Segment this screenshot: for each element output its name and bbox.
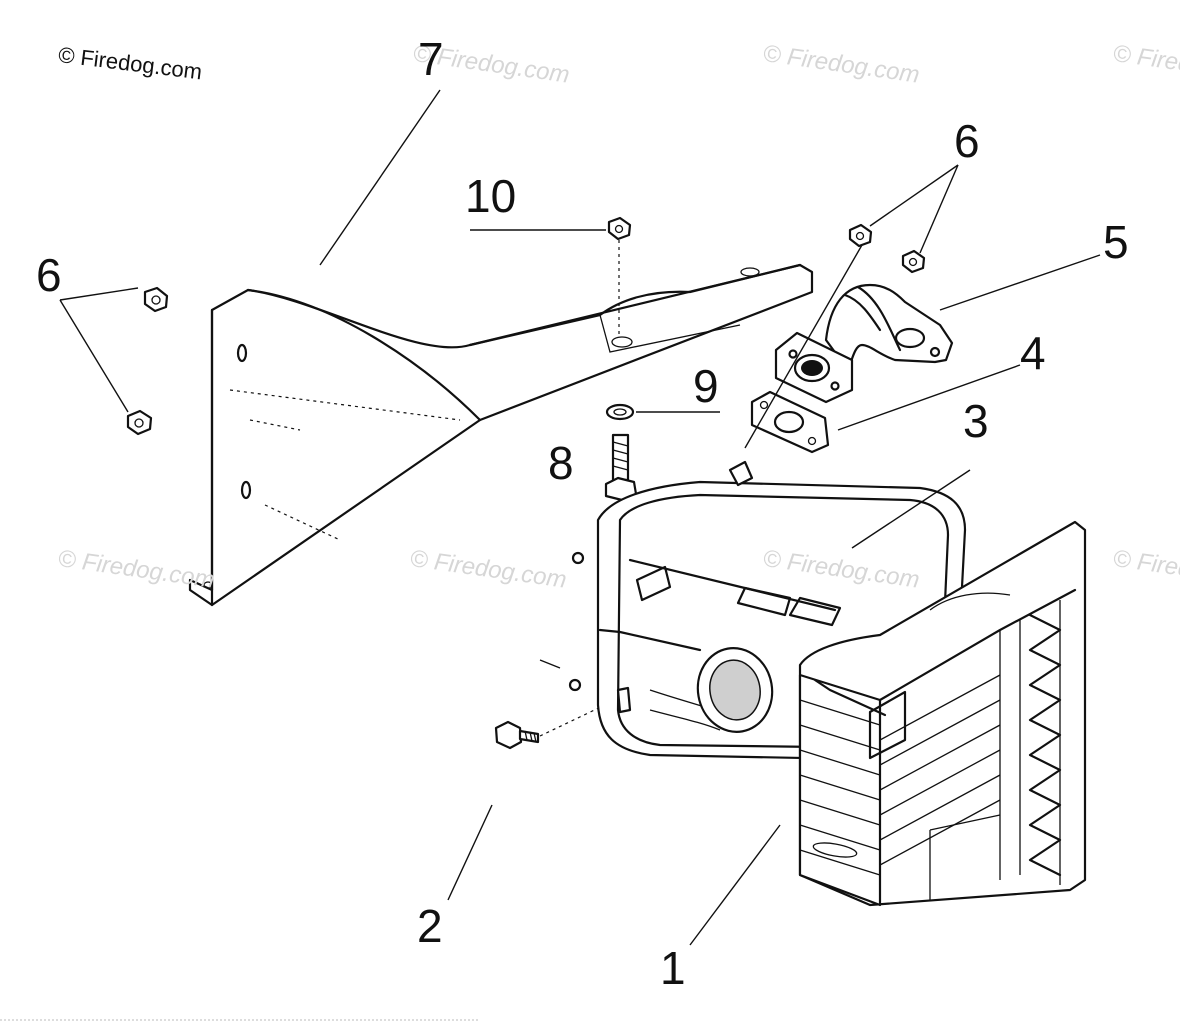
leader-lines (59, 89, 1101, 946)
nut-part-6-right-a (848, 223, 873, 248)
heat-shield-part-3 (798, 520, 1087, 907)
gasket-part-4 (750, 390, 830, 454)
callout-10: 10 (465, 170, 517, 222)
washer-part-9 (605, 403, 635, 421)
bracket-part-7 (188, 263, 814, 607)
screw-part-2 (494, 704, 606, 750)
callout-1: 1 (660, 942, 686, 994)
nut-part-6-left-lower (126, 409, 153, 436)
nut-part-6-left-upper (143, 286, 169, 313)
callout-6-right: 6 (954, 115, 980, 167)
callout-6-left: 6 (36, 249, 62, 301)
callout-8: 8 (548, 437, 574, 489)
callout-9: 9 (693, 360, 719, 412)
callout-7: 7 (418, 33, 444, 85)
nut-part-6-right-b (901, 249, 926, 274)
bolt-part-8 (604, 433, 638, 502)
callout-5: 5 (1103, 216, 1129, 268)
nut-part-10 (607, 216, 632, 335)
callout-3: 3 (963, 395, 989, 447)
callout-4: 4 (1020, 327, 1046, 379)
exhaust-pipe-part-5 (774, 283, 954, 404)
callout-2: 2 (417, 900, 443, 952)
